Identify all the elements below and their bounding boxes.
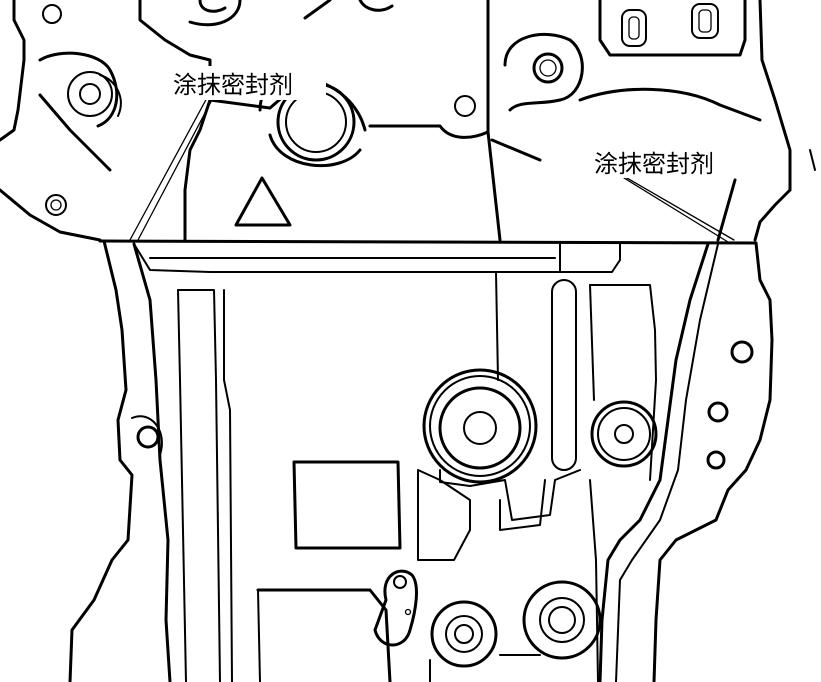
left-channel-inner — [177, 289, 187, 682]
lower-left-pocket-side — [257, 589, 261, 682]
right-flange-bolt-2 — [707, 401, 729, 423]
top-rail-right — [559, 243, 621, 273]
right-upper-edge-low — [753, 188, 792, 242]
idler-left-line — [589, 284, 595, 401]
idler-channel — [589, 284, 657, 481]
center-pulley-outer — [422, 368, 538, 484]
right-idler — [590, 400, 658, 468]
gasket-joint-line — [98, 239, 758, 245]
lower-housing — [68, 239, 774, 682]
center-pulley-hub — [438, 386, 522, 470]
inner-left-edge — [132, 242, 172, 682]
main-bore-inner — [285, 91, 347, 153]
upper-left-lower-edge — [0, 188, 102, 242]
tensioner-arm — [373, 569, 418, 647]
right-idler-ring — [597, 407, 651, 461]
right-upper-edge — [758, 0, 792, 192]
lower-left-bolt-boss — [131, 415, 163, 456]
small-pocket — [499, 479, 546, 531]
left-flange-bolt — [45, 194, 67, 216]
center-divider — [486, 130, 502, 242]
side-pocket — [417, 469, 471, 561]
bottom-bolt-right-center — [548, 606, 576, 634]
right-top-bolt — [532, 52, 564, 84]
top-curve-2 — [198, 0, 227, 13]
slot-right — [691, 3, 719, 39]
bottom-bolt-left — [445, 615, 483, 653]
tensioner-hole — [393, 575, 407, 589]
bottom-bolt-right — [539, 597, 585, 643]
right-flange-bolt-3 — [706, 450, 726, 470]
right-callout-label: 涂抹密封剂 — [594, 150, 714, 178]
left-hub — [67, 71, 113, 117]
lower-left-pocket — [256, 588, 392, 682]
upper-left-edge — [0, 0, 26, 142]
top-left-bolt — [42, 4, 62, 24]
left-callout-label: 涂抹密封剂 — [173, 71, 293, 99]
right-top-boss — [503, 32, 584, 112]
right-idler-bolt — [614, 424, 634, 444]
inner-right-wall-2 — [615, 243, 719, 682]
left-callout-bg — [170, 66, 326, 100]
right-upper-tick — [809, 149, 816, 171]
left-hub-center — [79, 83, 101, 105]
right-callout-bg — [592, 146, 748, 178]
tensioner-pin — [404, 608, 412, 616]
left-flange-bolt-inner — [50, 199, 62, 211]
top-curve-3 — [358, 0, 394, 12]
slot-left — [621, 9, 647, 47]
triangle-boss — [234, 176, 292, 227]
right-web-line — [589, 479, 599, 682]
bottom-bolt-right-boss — [522, 580, 602, 660]
vertical-slot — [551, 279, 577, 471]
lower-left-bolt — [136, 425, 160, 449]
top-curve-1 — [188, 0, 242, 27]
center-left-casting — [138, 0, 212, 242]
center-bolt — [454, 95, 476, 117]
upper-section — [0, 0, 816, 242]
left-leader-line — [129, 95, 209, 241]
left-channel-outer — [177, 289, 221, 682]
right-leader-line-2 — [623, 177, 729, 243]
center-pulley — [422, 368, 538, 484]
top-rail-lower — [133, 243, 561, 273]
center-vertical-line — [495, 271, 499, 381]
left-rib — [38, 93, 112, 172]
center-right-casting — [368, 0, 490, 139]
leader-lines — [129, 95, 735, 243]
right-top-bolt-inner — [539, 59, 557, 77]
left-hub-arc — [99, 74, 122, 117]
right-flange-bolt-1 — [730, 340, 754, 364]
rect-pocket — [292, 460, 402, 550]
inner-right-wall — [598, 242, 710, 682]
center-pulley-bolt — [463, 411, 497, 445]
center-pulley-ring — [429, 375, 531, 477]
left-hub-outer — [38, 51, 119, 128]
outer-left-edge — [68, 239, 134, 682]
main-bore-lower — [268, 133, 362, 168]
bottom-bolt-left-center — [454, 624, 474, 644]
right-leader-line — [619, 173, 735, 241]
slot-left-inner — [628, 16, 640, 40]
left-channel-right — [223, 289, 233, 682]
bottom-bolt-left-boss — [430, 600, 498, 668]
center-divider-tail — [490, 138, 542, 162]
outer-right-edge — [652, 241, 774, 682]
slot-right-inner — [698, 9, 712, 33]
top-curve-4 — [303, 0, 332, 20]
left-leader-line-2 — [137, 95, 215, 241]
top-right-pocket — [598, 0, 747, 57]
right-upper-rib — [716, 178, 737, 242]
right-upper-arc — [578, 87, 762, 122]
